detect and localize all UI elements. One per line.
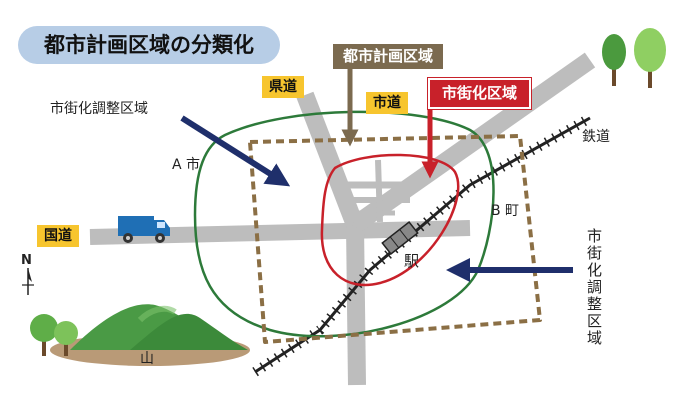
toshi-keikaku-boundary xyxy=(248,134,542,344)
label-kendo: 県道 xyxy=(262,76,304,98)
tree-icon xyxy=(30,314,78,356)
label-b-town: B 町 xyxy=(491,203,520,219)
railway xyxy=(252,113,593,377)
arrow-left-navy xyxy=(180,115,291,187)
pointer-arrows xyxy=(180,66,573,282)
label-tetsudo: 鉄道 xyxy=(582,129,610,145)
label-kokudo: 国道 xyxy=(37,225,79,247)
mountain-icon xyxy=(50,304,250,366)
label-a-city: A 市 xyxy=(172,157,201,173)
label-shigaika-chosei-kuiki-left: 市街化調整区域 xyxy=(50,101,148,117)
train-icon xyxy=(381,220,419,256)
kendo-road xyxy=(296,91,364,229)
shigaika-boundary xyxy=(320,153,460,287)
tree-icon xyxy=(602,28,666,88)
shigaika-chosei-boundary xyxy=(193,110,495,338)
label-north: N xyxy=(21,253,32,268)
shido-road xyxy=(346,224,366,386)
north-arrow-icon xyxy=(22,268,34,295)
label-shigaika-chosei-kuiki-right: 市街化調整区域 xyxy=(585,228,603,347)
label-toshi-keikaku-kuiki: 都市計画区域 xyxy=(333,44,444,69)
label-shido: 市道 xyxy=(366,92,408,114)
label-station: 駅 xyxy=(404,252,420,270)
small-street xyxy=(375,159,383,223)
truck-icon xyxy=(118,216,170,243)
page-title: 都市計画区域の分類化 xyxy=(18,26,280,64)
label-mountain: 山 xyxy=(140,351,154,367)
label-shigaika-kuiki: 市街化区域 xyxy=(426,77,533,110)
